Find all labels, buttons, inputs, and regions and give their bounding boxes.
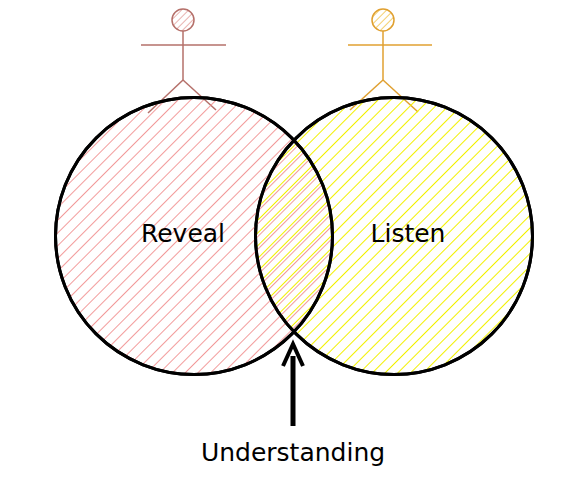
circle-border (256, 98, 533, 375)
arrow-head (283, 344, 303, 366)
circle-label: Listen (371, 219, 446, 248)
venn-circle: Reveal (54, 96, 334, 376)
circle-border (56, 98, 333, 375)
circle-shape (56, 98, 333, 375)
leader-arrow (291, 356, 296, 426)
circle-label: Reveal (141, 219, 225, 248)
annotation-label: Understanding (201, 438, 385, 467)
